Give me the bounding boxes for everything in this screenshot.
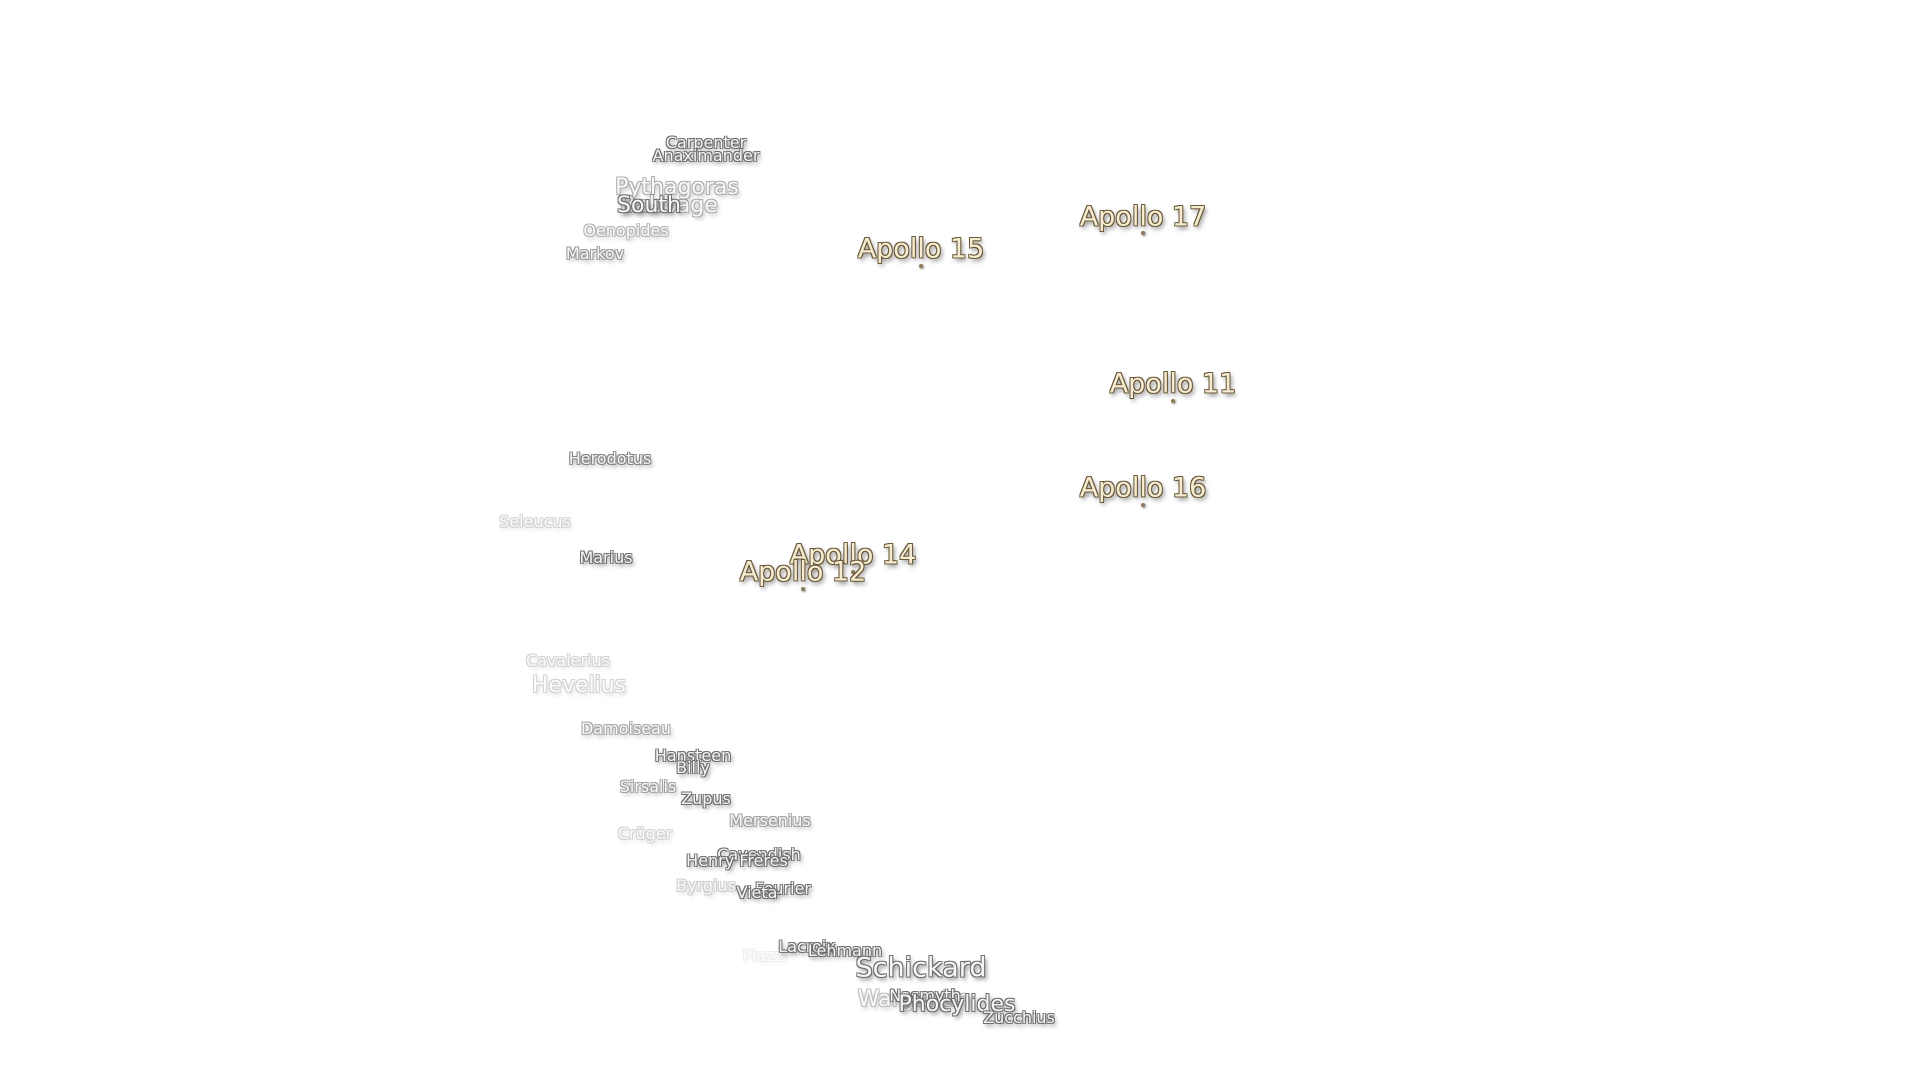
crater-label-mersenius[interactable]: Mersenius bbox=[729, 811, 811, 830]
crater-label-byrgius[interactable]: Byrgius bbox=[676, 876, 736, 895]
crater-label-billy[interactable]: Billy bbox=[676, 758, 710, 777]
crater-label-lacroix[interactable]: Lacroix bbox=[778, 937, 836, 956]
crater-label-hansteen[interactable]: Hansteen bbox=[654, 746, 732, 765]
crater-label-damoiseau[interactable]: Damoiseau bbox=[580, 719, 672, 738]
crater-label-cavalerius[interactable]: Cavalerius bbox=[525, 651, 611, 670]
crater-label-cruger[interactable]: Crüger bbox=[617, 824, 673, 843]
crater-label-sirsalis[interactable]: Sirsalis bbox=[619, 777, 677, 796]
crater-label-wargentin[interactable]: Wargentin bbox=[857, 987, 971, 1012]
landing-site-marker[interactable] bbox=[1141, 503, 1145, 507]
landing-site-marker[interactable] bbox=[919, 264, 923, 268]
landing-site-marker[interactable] bbox=[801, 587, 805, 591]
crater-label-oenopides[interactable]: Oenopides bbox=[583, 221, 669, 240]
crater-label-phocylides[interactable]: Phocylides bbox=[898, 992, 1016, 1017]
crater-label-cavendish[interactable]: Cavendish bbox=[717, 845, 801, 864]
crater-label-schickard[interactable]: Schickard bbox=[855, 952, 987, 984]
landing-site-label-apollo-17[interactable]: Apollo 17 bbox=[1079, 201, 1207, 233]
crater-label-vieta[interactable]: Vieta bbox=[736, 883, 778, 902]
crater-label-lehmann[interactable]: Lehmann bbox=[807, 941, 883, 960]
crater-label-south[interactable]: South bbox=[617, 193, 681, 218]
crater-label-herodotus[interactable]: Herodotus bbox=[568, 449, 652, 468]
crater-label-marius[interactable]: Marius bbox=[579, 548, 633, 567]
landing-site-label-apollo-16[interactable]: Apollo 16 bbox=[1079, 472, 1207, 504]
crater-label-markov[interactable]: Markov bbox=[565, 244, 625, 263]
crater-label-pythagoras[interactable]: Pythagoras bbox=[615, 175, 739, 200]
landing-site-label-apollo-15[interactable]: Apollo 15 bbox=[857, 233, 985, 265]
landing-site-marker[interactable] bbox=[1171, 399, 1175, 403]
landing-site-label-apollo-14[interactable]: Apollo 14 bbox=[789, 539, 917, 571]
crater-label-fourier[interactable]: Fourier bbox=[754, 879, 812, 898]
crater-label-henry-freres[interactable]: Henry Frères bbox=[686, 851, 788, 870]
crater-label-piazzi[interactable]: Piazzi bbox=[742, 946, 788, 965]
landing-site-marker[interactable] bbox=[851, 570, 855, 574]
landing-site-marker[interactable] bbox=[1141, 231, 1145, 235]
crater-label-nasmyth[interactable]: Nasmyth bbox=[889, 986, 961, 1005]
crater-label-babbage[interactable]: Babbage bbox=[620, 193, 718, 218]
crater-label-zupus[interactable]: Zupus bbox=[681, 789, 731, 808]
crater-label-seleucus[interactable]: Seleucus bbox=[499, 512, 571, 531]
landing-site-label-apollo-11[interactable]: Apollo 11 bbox=[1109, 368, 1237, 400]
landing-site-label-apollo-12[interactable]: Apollo 12 bbox=[739, 556, 867, 588]
crater-label-anaximander[interactable]: Anaximander bbox=[652, 146, 760, 165]
crater-label-carpenter[interactable]: Carpenter bbox=[665, 133, 747, 152]
crater-label-hevelius[interactable]: Hevelius bbox=[531, 673, 627, 698]
crater-label-zucchius[interactable]: Zucchius bbox=[983, 1008, 1055, 1027]
